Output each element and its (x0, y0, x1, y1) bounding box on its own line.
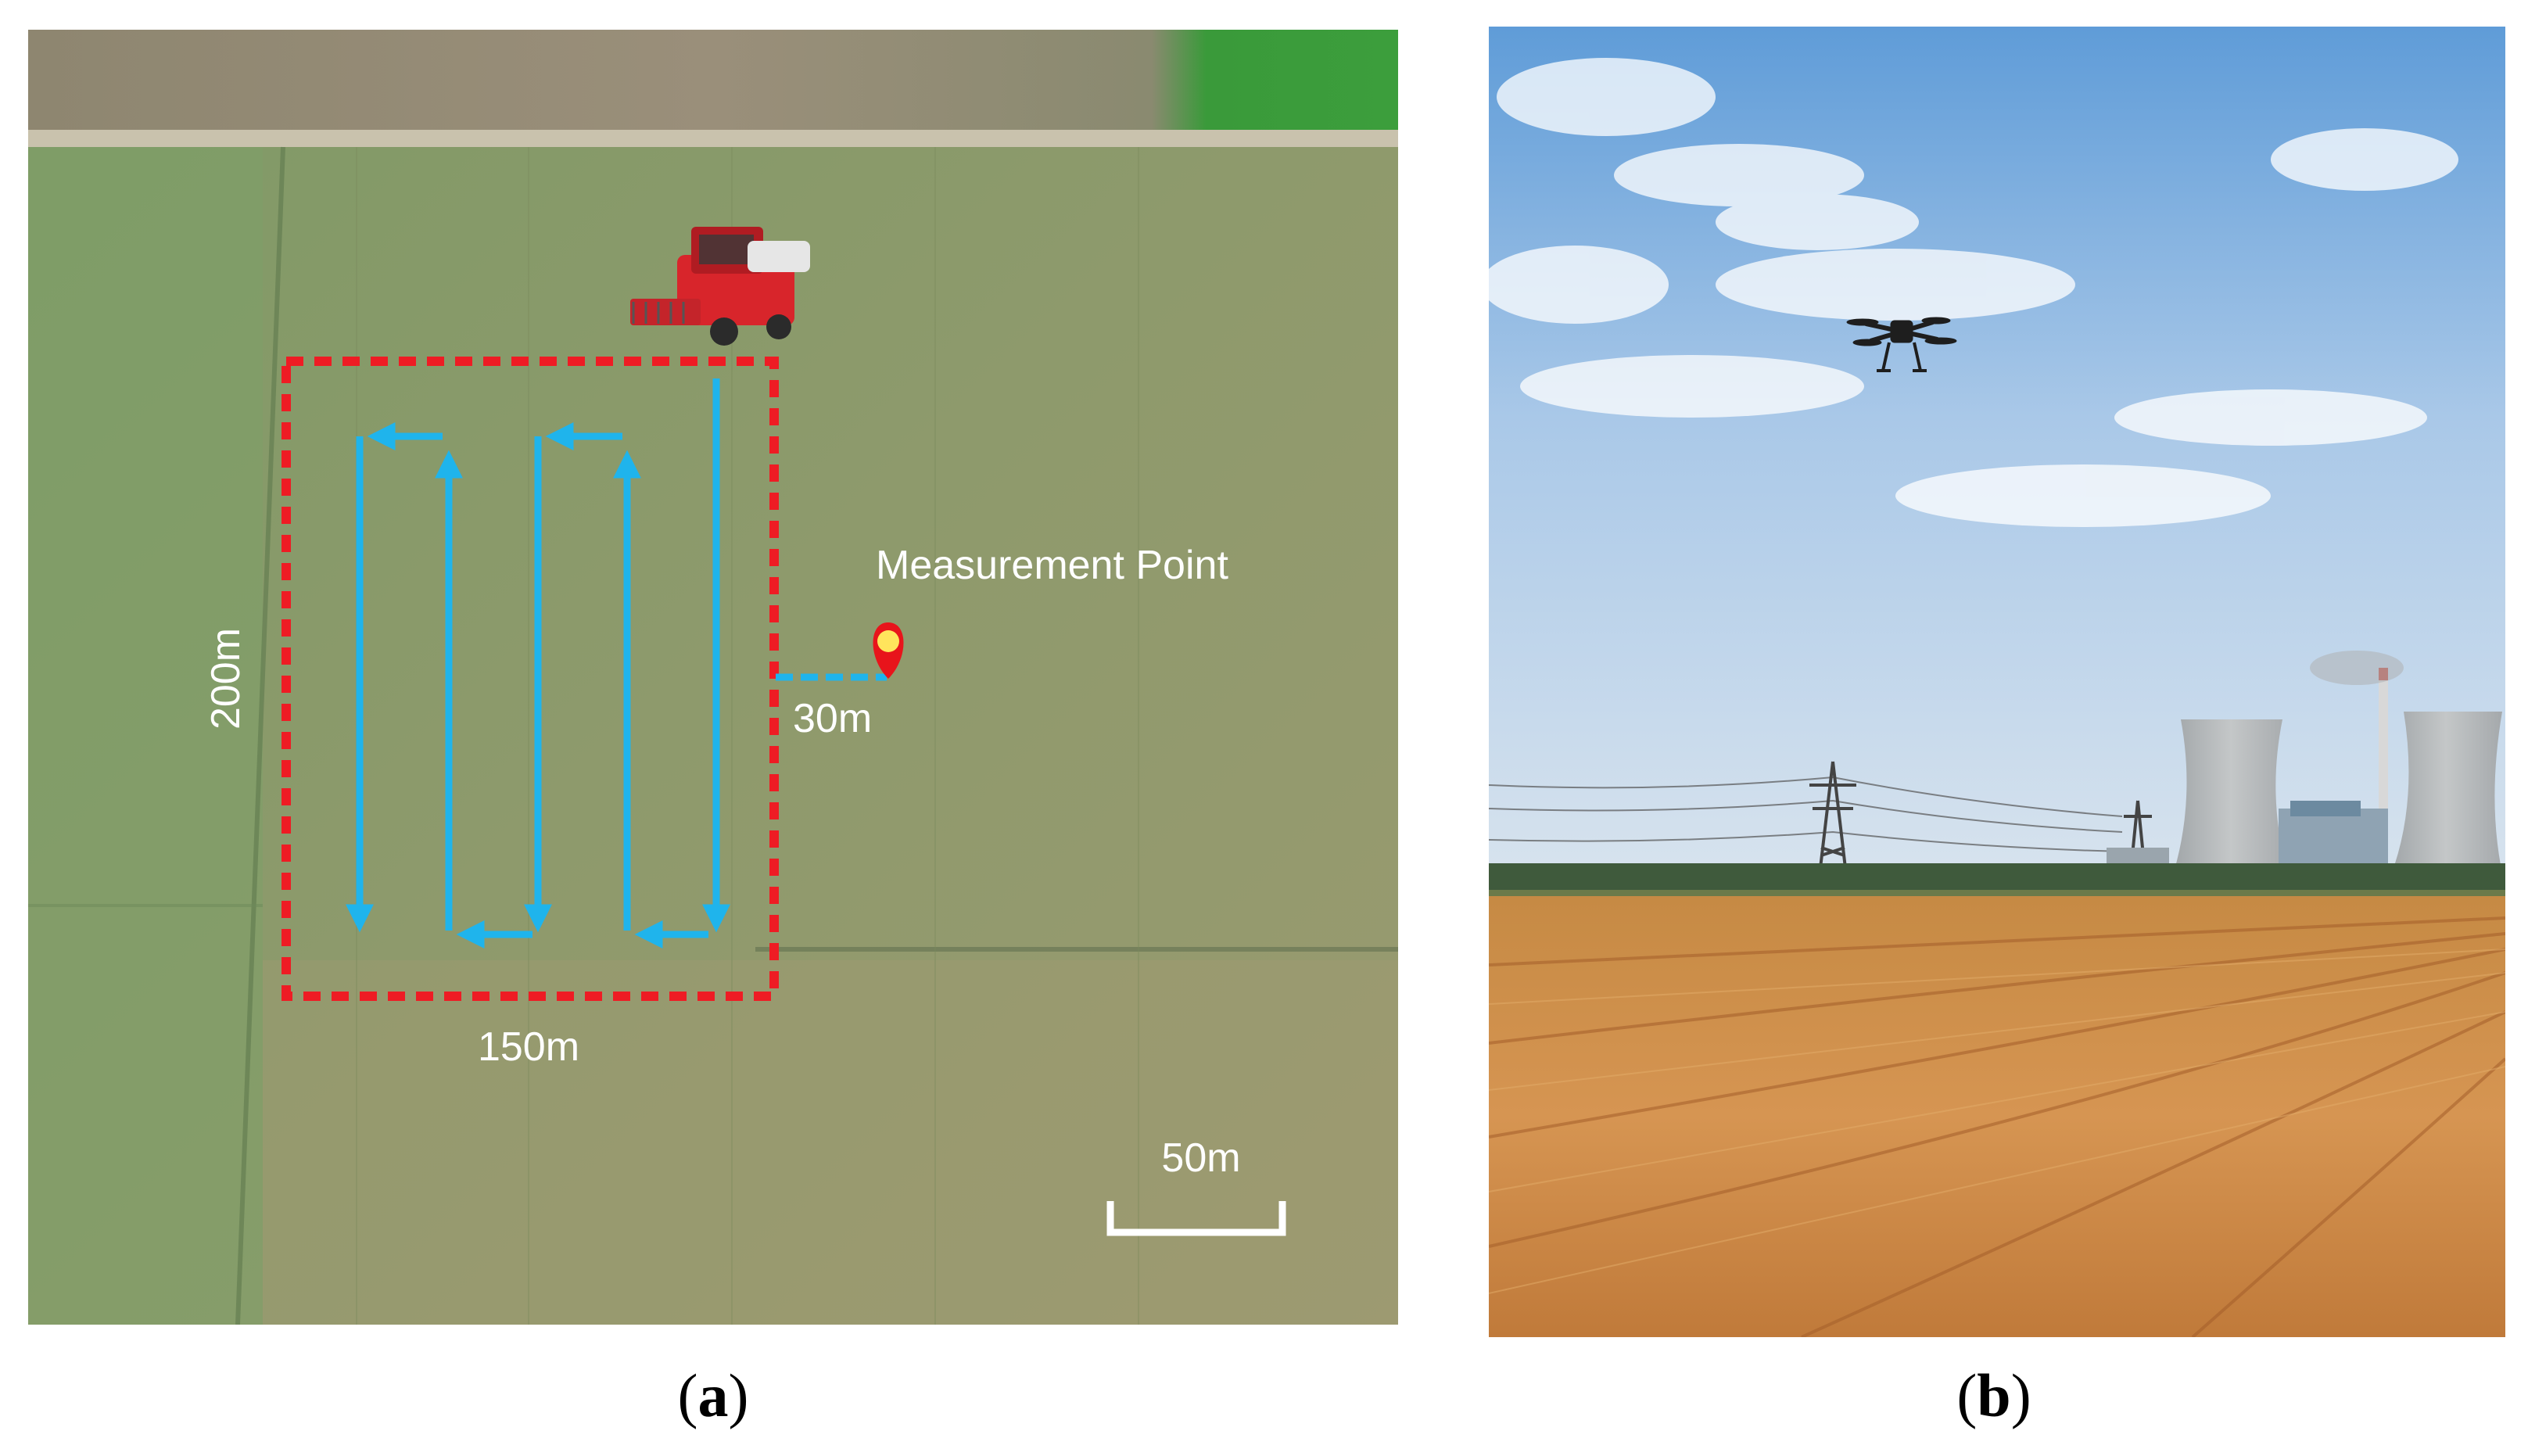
caption-b-letter: b (1977, 1361, 2011, 1429)
clouds (1489, 58, 2458, 527)
scale-bar (1106, 1201, 1286, 1236)
cooling-tower (2386, 712, 2505, 887)
label-width: 150m (478, 1024, 579, 1070)
label-height: 200m (203, 628, 249, 730)
caption-b: (b) (1956, 1361, 2031, 1429)
field-parcel (263, 960, 1398, 1325)
harvest-area-boundary (281, 357, 779, 1001)
label-offset: 30m (793, 696, 872, 741)
location-pin-icon (873, 622, 904, 679)
road (28, 130, 1398, 147)
caption-a-letter: a (697, 1361, 729, 1429)
power-lines (1489, 776, 2123, 852)
panel-b-field-photo (1489, 27, 2505, 1337)
label-measurement-point: Measurement Point (876, 543, 1228, 588)
label-scale: 50m (1161, 1135, 1240, 1181)
harvester-icon (630, 227, 810, 346)
caption-a: (a) (677, 1361, 749, 1429)
cooling-tower (2168, 719, 2294, 891)
wheat-field (1489, 896, 2505, 1337)
harvest-route (346, 378, 730, 949)
field-parcel (28, 147, 263, 1325)
village-strip (28, 30, 1398, 131)
panel-a-field-map: Measurement Point 30m 200m 150m 50m (28, 30, 1398, 1325)
drone-icon (1846, 317, 1957, 372)
field-rows (1489, 916, 2505, 1337)
